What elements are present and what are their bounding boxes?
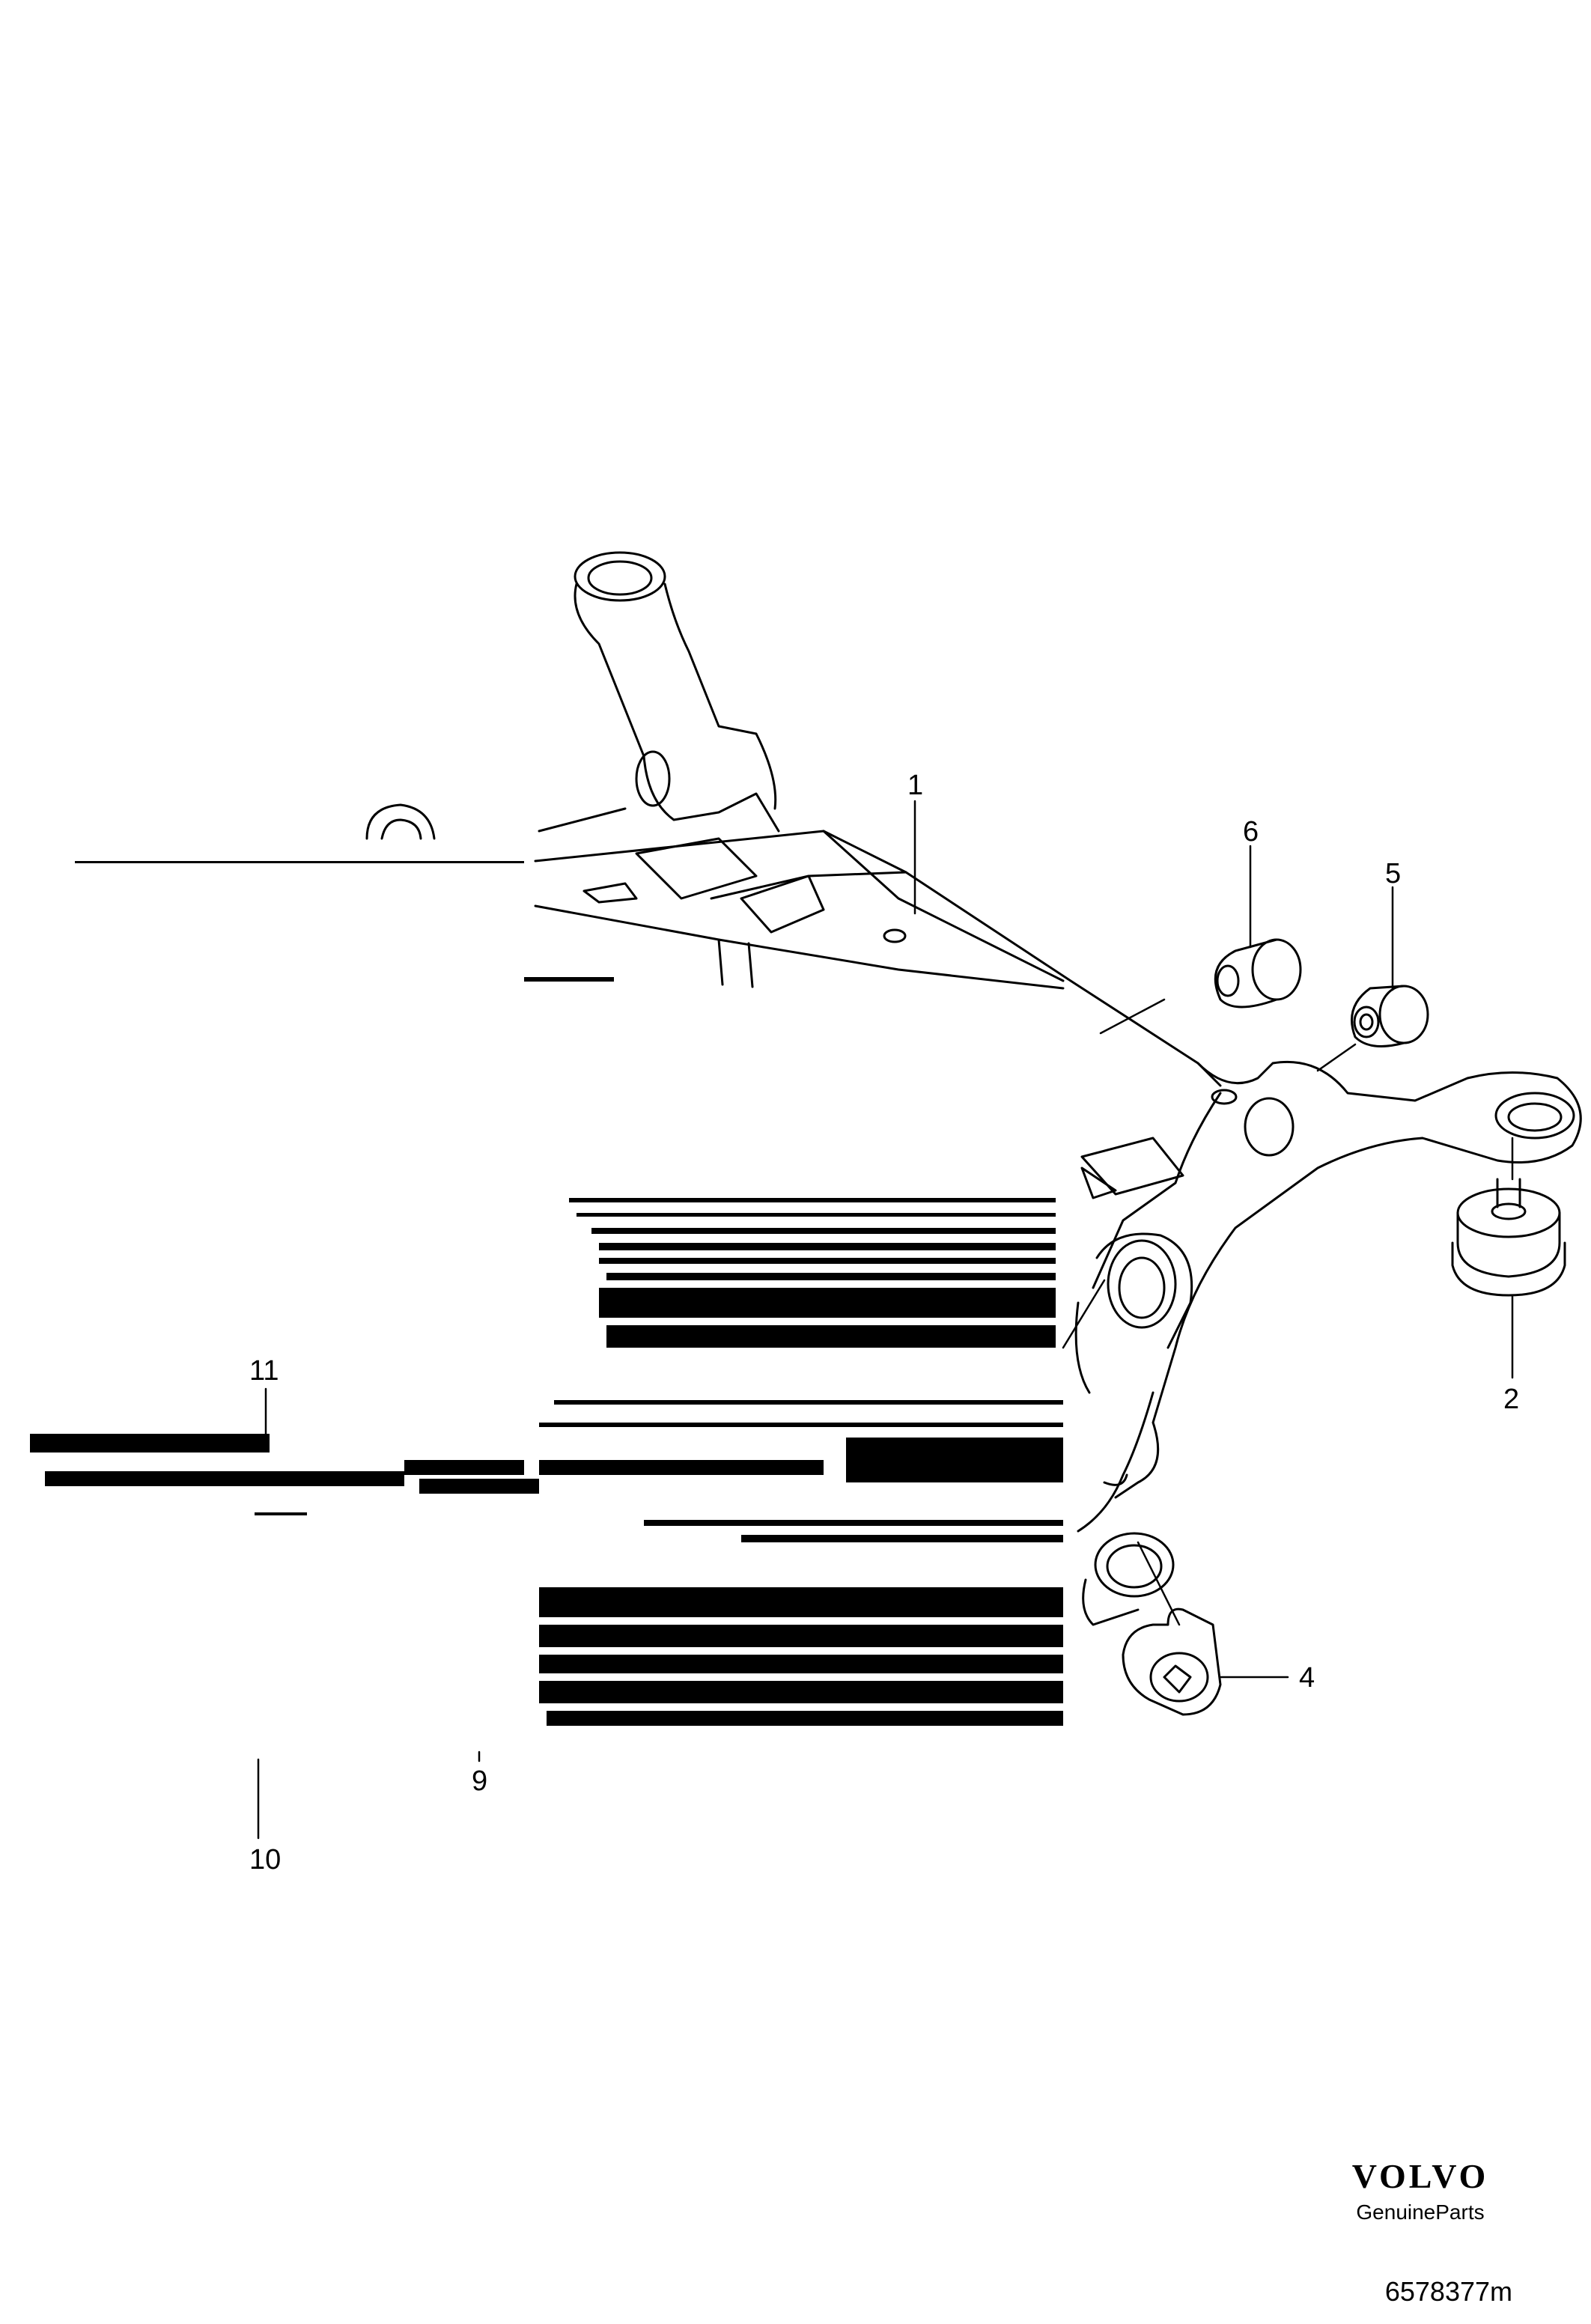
scan-artifact-region [30,861,1063,1726]
leader-lines [257,800,1514,1840]
subframe-lower-arm [1074,1232,1193,1626]
bushing-4 [1122,1607,1222,1716]
callout-9: 9 [472,1765,488,1797]
callout-6: 6 [1243,816,1259,848]
callout-2: 2 [1503,1384,1520,1415]
callout-10: 10 [249,1844,282,1876]
subframe-right-arm [1080,1060,1582,1499]
subframe-upper-arm [538,551,780,833]
genuine-parts-label: GenuineParts [1356,2200,1485,2224]
callout-1: 1 [907,770,924,801]
subframe-crossbeam [534,830,1222,1087]
bushing-6 [1214,938,1302,1009]
drawing-id: 6578377m [1384,2276,1512,2307]
callout-11: 11 [249,1355,279,1387]
bushing-2 [1451,1178,1566,1297]
volvo-brand-block: VOLVO GenuineParts [1330,2156,1510,2224]
volvo-logo: VOLVO [1351,2157,1489,2195]
callout-5: 5 [1385,858,1402,889]
rear-bushing-left [365,803,436,840]
bushing-5 [1351,985,1429,1047]
callout-4: 4 [1299,1662,1315,1694]
